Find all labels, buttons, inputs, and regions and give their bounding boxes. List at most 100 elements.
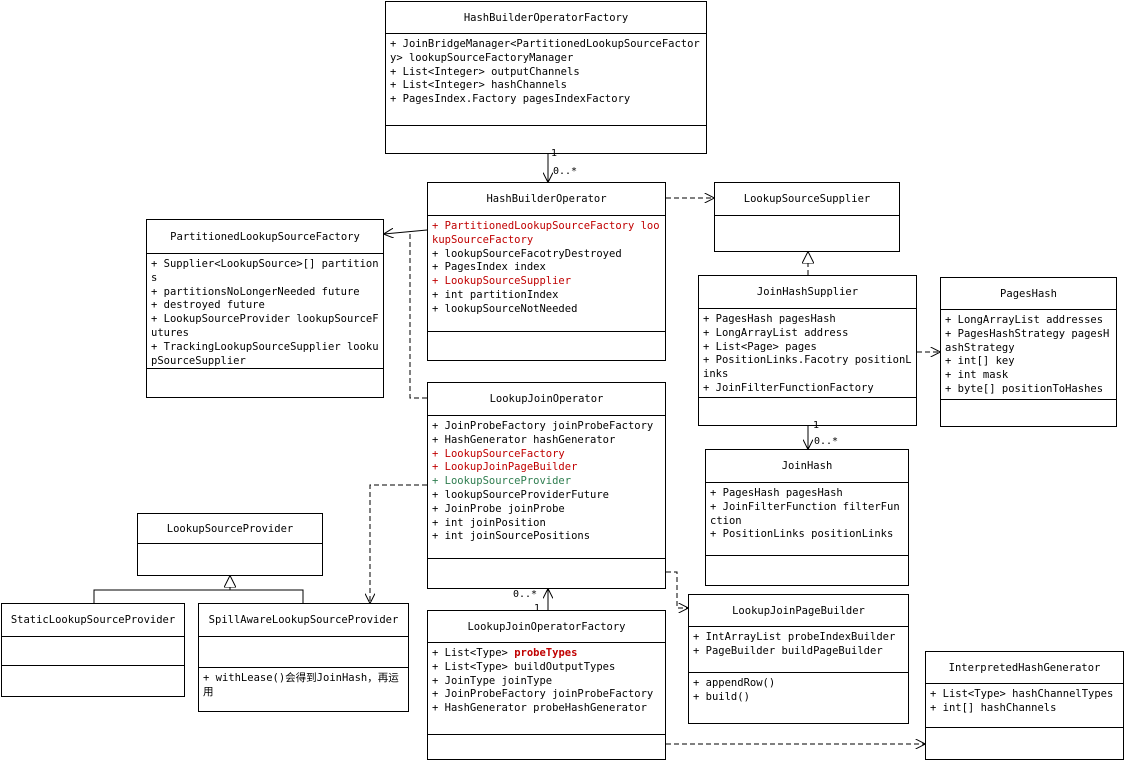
attributes-compartment: + IntArrayList probeIndexBuilder + PageBu…: [689, 627, 908, 673]
class-name: HashBuilderOperatorFactory: [386, 2, 706, 34]
jhs-attr-text: + PositionLinks.Facotry positionLinks: [703, 354, 912, 381]
ljof-attr-text: + JoinProbeFactory joinProbeFactory: [432, 688, 654, 701]
ljo-attr-text: + LookupSourceFactory: [432, 447, 565, 460]
ljpb-op-0: + appendRow(): [693, 677, 905, 691]
attributes-compartment: + LongArrayList addresses+ PagesHashStra…: [941, 310, 1116, 400]
attributes-compartment: + PagesHash pagesHash+ LongArrayList add…: [699, 309, 916, 398]
dep-ljo-salsp: [370, 484, 427, 603]
attributes-compartment: [138, 544, 322, 575]
ljof-attr-highlight: probeTypes: [514, 647, 578, 659]
class-name: StaticLookupSourceProvider: [2, 604, 184, 637]
class-name: LookupSourceProvider: [138, 514, 322, 544]
ljo-attr-3: + LookupJoinPageBuilder: [432, 461, 662, 475]
jh-attr-text: + JoinFilterFunction filterFunction: [710, 500, 900, 527]
hbof-attr-3: + PagesIndex.Factory pagesIndexFactory: [390, 93, 703, 107]
ljof-attr-text: + JoinType joinType: [432, 674, 553, 687]
plsf-attr-1: + partitionsNoLongerNeeded future: [151, 286, 380, 300]
ljo-attr-text: + HashGenerator hashGenerator: [432, 433, 616, 446]
attributes-compartment: + PartitionedLookupSourceFactory lookupS…: [428, 216, 665, 332]
attributes-compartment: + Supplier<LookupSource>[] partitions + p…: [147, 254, 383, 369]
jhs-attr-3: + PositionLinks.Facotry positionLinks: [703, 354, 913, 382]
operations-compartment: + appendRow()+ build(): [689, 673, 908, 723]
jhs-attr-text: + List<Page> pages: [703, 340, 817, 353]
ljof-attr-4: + HashGenerator probeHashGenerator: [432, 702, 662, 716]
ljo-attr-text: + LookupJoinPageBuilder: [432, 461, 578, 474]
ljpb-attr-text: + IntArrayList probeIndexBuilder: [693, 631, 896, 643]
hbo-attr-text: + lookupSourceFacotryDestroyed: [432, 247, 622, 260]
multiplicity-label: 1: [534, 603, 541, 614]
ljof-attr-text: + List<Type> buildOutputTypes: [432, 660, 616, 673]
class-name: LookupJoinOperator: [428, 383, 665, 416]
ljo-attr-6: + JoinProbe joinProbe: [432, 503, 662, 517]
jh-attr-text: + PositionLinks positionLinks: [710, 528, 894, 541]
class-name: LookupJoinOperatorFactory: [428, 611, 665, 643]
ljpb-op-text: + build(): [693, 690, 750, 703]
ph-attr-text: + byte[] positionToHashes: [945, 382, 1104, 395]
ljo-attr-4: + LookupSourceProvider: [432, 475, 662, 489]
ph-attr-0: + LongArrayList addresses: [945, 314, 1113, 328]
attributes-compartment: + JoinBridgeManager<PartitionedLookupSou…: [386, 34, 706, 126]
operations-compartment: [386, 126, 706, 153]
ph-attr-text: + int[] key: [945, 355, 1015, 368]
class-jh[interactable]: JoinHash+ PagesHash pagesHash+ JoinFilte…: [705, 449, 909, 586]
class-plsf[interactable]: PartitionedLookupSourceFactory+ Supplier…: [146, 219, 384, 398]
class-lsp[interactable]: LookupSourceProvider: [137, 513, 323, 576]
salsp-op-text: + withLease()会得到JoinHash，再运用: [203, 672, 399, 698]
operations-compartment: [941, 400, 1116, 426]
hbof-attr-text: + JoinBridgeManager<PartitionedLookupSou…: [390, 38, 700, 64]
attributes-compartment: + JoinProbeFactory joinProbeFactory+ Has…: [428, 416, 665, 559]
operations-compartment: [428, 735, 665, 759]
hbo-attr-text: + int partitionIndex: [432, 288, 559, 301]
class-ljof[interactable]: LookupJoinOperatorFactory + List<Type> pr…: [427, 610, 666, 760]
plsf-attr-4: + TrackingLookupSourceSupplier lookupSou…: [151, 341, 380, 369]
ljpb-attr-1: + PageBuilder buildPageBuilder: [693, 645, 905, 659]
class-name: InterpretedHashGenerator: [926, 652, 1123, 684]
class-ihg[interactable]: InterpretedHashGenerator+ List<Type> has…: [925, 651, 1124, 760]
plsf-attr-text: + Supplier<LookupSource>[] partitions: [151, 258, 379, 284]
ljo-attr-text: + lookupSourceProviderFuture: [432, 488, 610, 501]
ljpb-op-1: + build(): [693, 691, 905, 705]
jh-attr-0: + PagesHash pagesHash: [710, 487, 905, 501]
hbo-attr-text: + lookupSourceNotNeeded: [432, 302, 578, 315]
class-salsp[interactable]: SpillAwareLookupSourceProvider + withLeas…: [198, 603, 409, 712]
class-jhs[interactable]: JoinHashSupplier+ PagesHash pagesHash+ L…: [698, 275, 917, 426]
hbo-attr-2: + PagesIndex index: [432, 261, 662, 275]
class-ljo[interactable]: LookupJoinOperator+ JoinProbeFactory joi…: [427, 382, 666, 589]
ph-attr-text: + LongArrayList addresses: [945, 314, 1104, 326]
hbo-attr-text: + LookupSourceSupplier: [432, 275, 572, 288]
multiplicity-label: 0..*: [814, 436, 839, 447]
multiplicity-label: 1: [551, 148, 558, 159]
class-hbof[interactable]: HashBuilderOperatorFactory + JoinBridgeMa…: [385, 1, 707, 154]
class-name: JoinHash: [706, 450, 908, 483]
jh-attr-2: + PositionLinks positionLinks: [710, 528, 905, 542]
operations-compartment: [926, 728, 1123, 759]
ljo-attr-text: + JoinProbe joinProbe: [432, 502, 565, 515]
class-name: SpillAwareLookupSourceProvider: [199, 604, 408, 637]
hbo-attr-3: + LookupSourceSupplier: [432, 275, 662, 289]
ph-attr-3: + int mask: [945, 369, 1113, 383]
jhs-attr-text: + JoinFilterFunctionFactory: [703, 381, 874, 394]
class-ph[interactable]: PagesHash+ LongArrayList addresses+ Page…: [940, 277, 1117, 427]
class-name: JoinHashSupplier: [699, 276, 916, 309]
ljo-attr-text: + JoinProbeFactory joinProbeFactory: [432, 420, 654, 432]
class-name: LookupSourceSupplier: [715, 183, 899, 216]
class-slsp[interactable]: StaticLookupSourceProvider: [1, 603, 185, 697]
ljo-attr-text: + int joinSourcePositions: [432, 530, 591, 543]
attributes-compartment: + PagesHash pagesHash+ JoinFilterFunctio…: [706, 483, 908, 556]
jh-attr-text: + PagesHash pagesHash: [710, 487, 843, 499]
dep-ljo-plsf: [409, 232, 427, 399]
plsf-attr-text: + TrackingLookupSourceSupplier lookupSou…: [151, 340, 379, 367]
class-hbo[interactable]: HashBuilderOperator+ PartitionedLookupSo…: [427, 182, 666, 361]
class-ljpb[interactable]: LookupJoinPageBuilder+ IntArrayList prob…: [688, 594, 909, 724]
attributes-compartment: [715, 216, 899, 251]
hbof-attr-2: + List<Integer> hashChannels: [390, 79, 703, 93]
hbo-attr-1: + lookupSourceFacotryDestroyed: [432, 248, 662, 262]
ljo-attr-5: + lookupSourceProviderFuture: [432, 489, 662, 503]
operations-compartment: [428, 559, 665, 588]
class-name: PagesHash: [941, 278, 1116, 310]
ihg-attr-1: + int[] hashChannels: [930, 702, 1120, 716]
ljof-attr-0: + List<Type> probeTypes: [432, 647, 662, 661]
attributes-compartment: [2, 637, 184, 666]
class-lss[interactable]: LookupSourceSupplier: [714, 182, 900, 252]
